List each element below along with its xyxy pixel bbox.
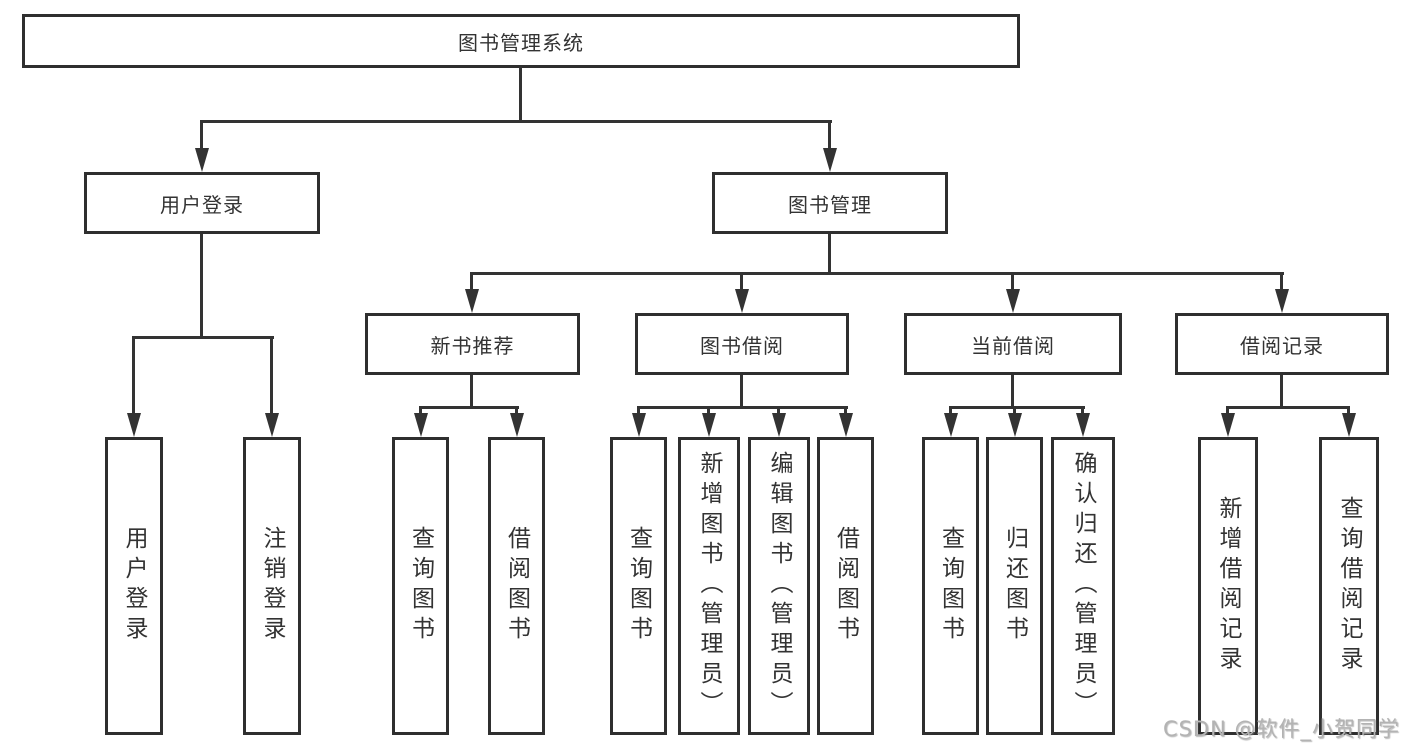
connector-line xyxy=(200,120,832,123)
arrow-down-icon xyxy=(1076,413,1090,437)
connector-line xyxy=(200,120,203,152)
connector-line xyxy=(637,406,848,409)
connector-line xyxy=(949,408,952,416)
connector-line xyxy=(777,408,780,416)
arrow-down-icon xyxy=(1006,289,1020,313)
leaf-user-login: 用户登录 xyxy=(105,437,163,735)
connector-line xyxy=(1011,274,1014,292)
leaf-logout: 注销登录 xyxy=(243,437,301,735)
node-book-borrowing: 图书借阅 xyxy=(635,313,849,375)
leaf-borrow-books: 借阅图书 xyxy=(817,437,874,735)
leaf-borrow-books-recommend: 借阅图书 xyxy=(488,437,545,735)
connector-line xyxy=(419,406,519,409)
connector-line xyxy=(270,338,273,416)
connector-line xyxy=(132,338,135,416)
leaf-edit-books-admin: 编辑图书（管理员） xyxy=(748,437,810,735)
connector-line xyxy=(519,67,522,121)
connector-line xyxy=(470,274,473,292)
arrow-down-icon xyxy=(1342,413,1356,437)
node-current-borrowing: 当前借阅 xyxy=(904,313,1122,375)
arrow-down-icon xyxy=(735,289,749,313)
leaf-query-books-recommend: 查询图书 xyxy=(392,437,449,735)
connector-line xyxy=(949,406,1085,409)
node-root: 图书管理系统 xyxy=(22,14,1020,68)
connector-line xyxy=(1226,408,1229,416)
connector-line xyxy=(828,120,831,152)
connector-line xyxy=(1013,408,1016,416)
connector-line xyxy=(740,375,743,408)
connector-line xyxy=(1081,408,1084,416)
leaf-add-borrow-record: 新增借阅记录 xyxy=(1198,437,1258,735)
connector-line xyxy=(707,408,710,416)
arrow-down-icon xyxy=(1008,413,1022,437)
leaf-query-borrow-record: 查询借阅记录 xyxy=(1319,437,1379,735)
connector-line xyxy=(637,408,640,416)
arrow-down-icon xyxy=(465,289,479,313)
leaf-add-books-admin: 新增图书（管理员） xyxy=(678,437,740,735)
node-borrow-records: 借阅记录 xyxy=(1175,313,1389,375)
leaf-query-books-current: 查询图书 xyxy=(922,437,979,735)
connector-line xyxy=(515,408,518,416)
arrow-down-icon xyxy=(1275,289,1289,313)
connector-line xyxy=(419,408,422,416)
connector-line xyxy=(1347,408,1350,416)
arrow-down-icon xyxy=(1221,413,1235,437)
connector-line xyxy=(1226,406,1350,409)
arrow-down-icon xyxy=(510,413,524,437)
arrow-down-icon xyxy=(839,413,853,437)
connector-line xyxy=(200,234,203,338)
node-user-login: 用户登录 xyxy=(84,172,320,234)
node-book-management: 图书管理 xyxy=(712,172,948,234)
leaf-return-books: 归还图书 xyxy=(986,437,1043,735)
connector-line xyxy=(470,375,473,408)
connector-line xyxy=(740,274,743,292)
connector-line xyxy=(828,234,831,274)
arrow-down-icon xyxy=(127,413,141,437)
node-new-book-recommend: 新书推荐 xyxy=(365,313,580,375)
connector-line xyxy=(1011,375,1014,408)
watermark-text: CSDN @软件_小贺同学 xyxy=(1162,717,1400,741)
arrow-down-icon xyxy=(265,413,279,437)
leaf-query-books-borrowing: 查询图书 xyxy=(610,437,667,735)
arrow-down-icon xyxy=(702,413,716,437)
connector-line xyxy=(470,272,1284,275)
connector-line xyxy=(1280,274,1283,292)
arrow-down-icon xyxy=(632,413,646,437)
arrow-down-icon xyxy=(823,148,837,172)
connector-line xyxy=(844,408,847,416)
arrow-down-icon xyxy=(772,413,786,437)
arrow-down-icon xyxy=(414,413,428,437)
arrow-down-icon xyxy=(944,413,958,437)
leaf-confirm-return-admin: 确认归还（管理员） xyxy=(1051,437,1115,735)
connector-line xyxy=(132,336,274,339)
arrow-down-icon xyxy=(195,148,209,172)
connector-line xyxy=(1280,375,1283,408)
